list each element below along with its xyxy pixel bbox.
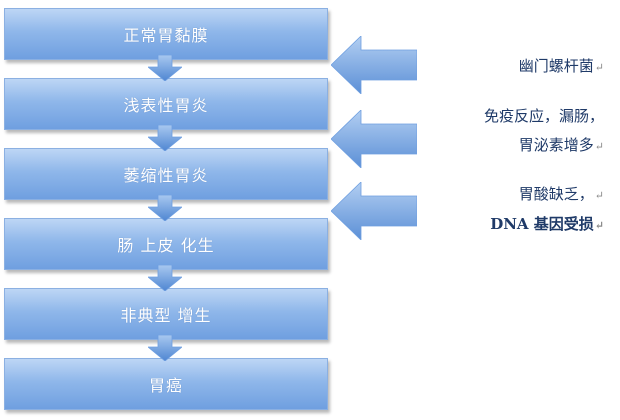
left-arrow-icon (331, 182, 417, 240)
cause-line: 免疫反应，漏肠， (483, 107, 604, 125)
stage-label: 正常胃黏膜 (123, 26, 209, 45)
cause-line: 胃泌素增多↵ (518, 136, 604, 154)
left-arrow-icon (331, 36, 417, 94)
stage-box-atrophic-gastritis: 萎缩性胃炎 (4, 148, 328, 200)
return-mark-icon: ↵ (594, 219, 604, 232)
cause-note-helicobacter: 幽门螺杆菌↵ (519, 52, 604, 82)
return-mark-icon: ↵ (594, 189, 604, 202)
cause-line: 胃酸缺乏，↵ (518, 185, 604, 203)
cause-note-immune-reaction: 免疫反应，漏肠， 胃泌素增多↵ (484, 102, 604, 161)
return-mark-icon: ↵ (594, 61, 604, 74)
stage-label: 浅表性胃炎 (123, 96, 209, 115)
down-arrow-icon (148, 125, 182, 151)
stage-label: 肠 上皮 化生 (117, 236, 215, 255)
down-arrow-icon (148, 265, 182, 291)
cause-note-hypochlorhydria: 胃酸缺乏，↵ DNA 基因受损↵ (490, 180, 604, 240)
cause-line: DNA 基因受损↵ (490, 215, 604, 233)
stage-label: 萎缩性胃炎 (123, 166, 209, 185)
stage-box-atypical-hyperplasia: 非典型 增生 (4, 288, 328, 340)
return-mark-icon: ↵ (594, 140, 604, 153)
down-arrow-icon (148, 195, 182, 221)
stage-box-normal-mucosa: 正常胃黏膜 (4, 8, 328, 60)
stage-label: 非典型 增生 (120, 306, 212, 325)
stage-box-intestinal-metaplasia: 肠 上皮 化生 (4, 218, 328, 270)
stage-box-gastric-cancer: 胃癌 (4, 358, 328, 410)
left-arrow-icon (331, 110, 417, 168)
stage-box-superficial-gastritis: 浅表性胃炎 (4, 78, 328, 130)
cause-line: 幽门螺杆菌↵ (518, 57, 604, 75)
stage-label: 胃癌 (148, 376, 183, 395)
down-arrow-icon (148, 335, 182, 361)
down-arrow-icon (148, 55, 182, 81)
